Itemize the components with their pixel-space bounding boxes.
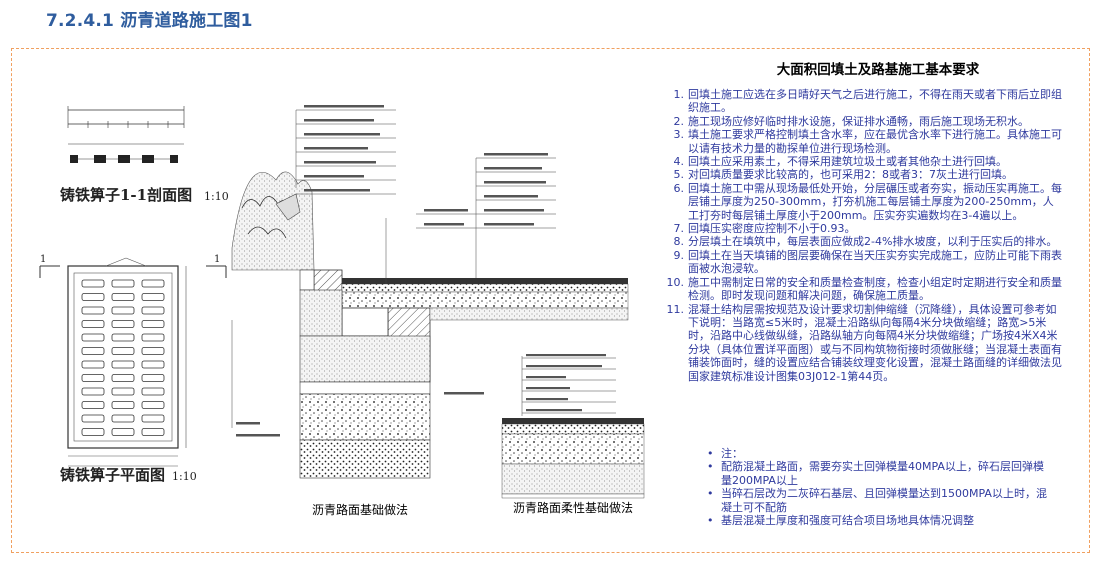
note-item: • 基层混凝土厚度和强度可结合项目场地具体情况调整 xyxy=(707,514,1047,527)
grate-plan-scale: 1:10 xyxy=(172,470,197,483)
requirement-text: 分层填土在填筑中，每层表面应做成2-4%排水坡度，以利于压实后的排水。 xyxy=(688,235,1058,249)
requirement-text: 对回填质量要求比较高的，也可采用2：8或者3：7灰土进行回填。 xyxy=(688,168,1013,182)
requirement-text: 回填土施工应选在多日晴好天气之后进行施工，不得在雨天或者下雨后立即组织施工。 xyxy=(688,88,1062,115)
grate-plan-title: 铸铁箅子平面图 xyxy=(60,466,165,484)
grate-slot xyxy=(111,347,135,355)
notes-list: • 注： • 配筋混凝土路面，需要夯实土回弹模量40MPA以上，碎石层回弹模量200M… xyxy=(707,447,1047,527)
grate-slot xyxy=(81,306,105,315)
section-marker-right: 1 xyxy=(214,254,220,265)
requirement-text: 施工现场应修好临时排水设施，保证排水通畅，雨后施工现场无积水。 xyxy=(688,114,1029,128)
grate-slot xyxy=(111,387,135,396)
requirement-text: 回填土施工中需从现场最低处开始，分层碾压或者夯实，振动压实再施工。每层铺土厚度为… xyxy=(688,181,1062,222)
grate-plan-drawing: 1 1 xyxy=(39,254,227,467)
requirement-item: 8.分层填土在填筑中，每层表面应做成2-4%排水坡度，以利于压实后的排水。 xyxy=(662,235,1064,248)
requirement-text: 回填土应采用素土，不得采用建筑垃圾土或者其他杂土进行回填。 xyxy=(688,155,1007,169)
requirement-text: 混凝土结构层需按规范及设计要求切割伸缩缝（沉降缝），具体设置可参考如下说明：当路… xyxy=(688,302,1062,383)
section-marker-left: 1 xyxy=(40,254,46,265)
note-text: 当碎石层改为二灰碎石基层、且回弹模量达到1500MPA以上时，混凝土可不配筋 xyxy=(721,487,1047,514)
grate-section-title: 铸铁箅子1-1剖面图 xyxy=(60,186,192,204)
requirement-item: 7.回填压实密度应控制不小于0.93。 xyxy=(662,222,1064,235)
grate-slot xyxy=(111,401,135,409)
bullet-icon: • xyxy=(707,447,714,460)
requirement-number: 7. xyxy=(673,222,685,236)
requirement-text: 填土施工要求严格控制填土含水率，应在最优含水率下进行施工。具体施工可以请有技术力… xyxy=(688,128,1062,155)
grate-slot xyxy=(141,401,165,409)
page-title: 7.2.4.1 沥青道路施工图1 xyxy=(46,11,253,31)
grate-slot xyxy=(111,279,135,288)
grate-slot xyxy=(81,279,105,288)
requirement-number: 1. xyxy=(673,88,685,101)
requirement-number: 8. xyxy=(673,235,685,249)
grate-slot xyxy=(81,293,105,301)
requirements-title: 大面积回填土及路基施工基本要求 xyxy=(776,62,980,78)
grate-slot xyxy=(111,333,135,342)
requirement-item: 2.施工现场应修好临时排水设施，保证排水通畅，雨后施工现场无积水。 xyxy=(662,115,1064,128)
requirement-item: 5.对回填质量要求比较高的，也可采用2：8或者3：7灰土进行回填。 xyxy=(662,168,1064,181)
grate-slot xyxy=(111,320,135,328)
grate-slot xyxy=(81,320,105,328)
requirement-number: 9. xyxy=(673,248,685,262)
bullet-icon: • xyxy=(707,487,714,501)
requirement-item: 11.混凝土结构层需按规范及设计要求切割伸缩缝（沉降缝），具体设置可参考如下说明… xyxy=(662,303,1064,383)
grate-slot xyxy=(111,360,135,369)
grate-slot xyxy=(141,306,165,315)
requirement-number: 11. xyxy=(666,302,685,316)
asphalt-flexible-drawing xyxy=(501,354,645,499)
grate-slot xyxy=(141,360,165,369)
grate-slot xyxy=(141,347,165,355)
grate-slot xyxy=(111,428,135,436)
requirement-number: 2. xyxy=(673,114,685,128)
caption-asphalt-foundation: 沥青路面基础做法 xyxy=(312,503,409,517)
note-item: • 注： xyxy=(707,447,1047,460)
requirement-text: 回填土在当天填铺的图层要确保在当天压实夯实完成施工，应防止可能下雨表面被水泡浸软… xyxy=(688,248,1062,276)
requirement-number: 6. xyxy=(673,181,685,195)
grate-slot xyxy=(141,414,165,423)
requirement-number: 5. xyxy=(673,168,685,182)
construction-drawing: 铸铁箅子1-1剖面图 1:10 1 1 铸铁箅子平面图 1:10 xyxy=(39,105,645,499)
grate-slot xyxy=(141,428,165,436)
grate-slot xyxy=(111,306,135,315)
grate-slot xyxy=(81,347,105,355)
grate-slot xyxy=(141,387,165,396)
grate-slot xyxy=(81,333,105,342)
note-item: • 配筋混凝土路面，需要夯实土回弹模量40MPA以上，碎石层回弹模量200MPA以… xyxy=(707,460,1047,487)
grate-slot xyxy=(81,428,105,436)
content-frame xyxy=(11,48,1090,553)
caption-asphalt-flexible: 沥青路面柔性基础做法 xyxy=(513,501,634,515)
note-text: 注： xyxy=(721,447,743,460)
grate-slot xyxy=(141,279,165,288)
requirements-list: 1.回填土施工应选在多日晴好天气之后进行施工，不得在雨天或者下雨后立即组织施工。… xyxy=(662,88,1064,383)
grate-slot xyxy=(141,320,165,328)
requirement-item: 1.回填土施工应选在多日晴好天气之后进行施工，不得在雨天或者下雨后立即组织施工。 xyxy=(662,88,1064,115)
grate-slot xyxy=(141,374,165,382)
bullet-icon: • xyxy=(707,460,714,474)
requirement-item: 4.回填土应采用素土，不得采用建筑垃圾土或者其他杂土进行回填。 xyxy=(662,155,1064,168)
grate-section-scale: 1:10 xyxy=(204,190,229,203)
grate-slot xyxy=(81,360,105,369)
grate-slot xyxy=(81,374,105,382)
requirement-item: 10.施工中需制定日常的安全和质量检查制度，检查小组定时定期进行安全和质量检测。… xyxy=(662,276,1064,303)
grate-slot xyxy=(81,387,105,396)
requirement-number: 10. xyxy=(666,275,685,289)
note-text: 配筋混凝土路面，需要夯实土回弹模量40MPA以上，碎石层回弹模量200MPA以上 xyxy=(721,460,1044,487)
requirement-text: 施工中需制定日常的安全和质量检查制度，检查小组定时定期进行安全和质量检测。即时发… xyxy=(688,275,1062,303)
grate-slot xyxy=(111,414,135,423)
requirement-item: 9.回填土在当天填铺的图层要确保在当天压实夯实完成施工，应防止可能下雨表面被水泡… xyxy=(662,249,1064,276)
requirement-text: 回填压实密度应控制不小于0.93。 xyxy=(688,222,856,236)
requirement-item: 6.回填土施工中需从现场最低处开始，分层碾压或者夯实，振动压实再施工。每层铺土厚… xyxy=(662,182,1064,222)
grate-slot xyxy=(141,333,165,342)
grate-slot xyxy=(141,293,165,301)
requirement-number: 3. xyxy=(673,128,685,142)
grate-slot xyxy=(111,293,135,301)
asphalt-foundation-drawing xyxy=(231,105,629,479)
grate-section-drawing xyxy=(67,106,185,163)
grate-slot xyxy=(81,401,105,409)
grate-slot xyxy=(111,374,135,382)
requirement-item: 3.填土施工要求严格控制填土含水率，应在最优含水率下进行施工。具体施工可以请有技… xyxy=(662,128,1064,155)
requirement-number: 4. xyxy=(673,155,685,169)
grate-slot xyxy=(81,414,105,423)
note-item: • 当碎石层改为二灰碎石基层、且回弹模量达到1500MPA以上时，混凝土可不配筋 xyxy=(707,487,1047,514)
note-text: 基层混凝土厚度和强度可结合项目场地具体情况调整 xyxy=(721,514,974,528)
bullet-icon: • xyxy=(707,514,714,528)
